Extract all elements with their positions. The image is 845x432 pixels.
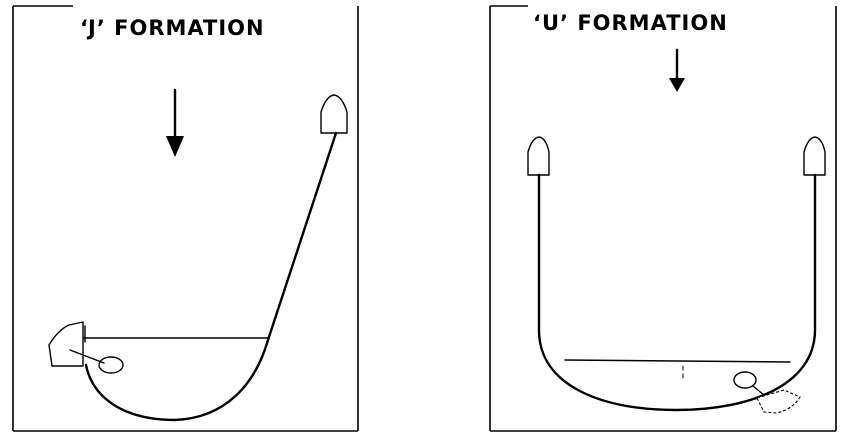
- j-formation-panel: ‘J’ FORMATION: [12, 5, 359, 432]
- j-formation-title: ‘J’ FORMATION: [80, 16, 265, 40]
- u-horizontal-rope: [564, 359, 791, 363]
- j-lead-boat-icon: [320, 94, 348, 134]
- u-panel-frame: [489, 5, 837, 432]
- u-right-boat-icon: [803, 136, 826, 176]
- j-anchor-boat-icon: [48, 321, 84, 367]
- j-net-icon: [69, 349, 124, 374]
- j-tow-line: [84, 131, 338, 422]
- u-tow-line: [537, 173, 817, 412]
- u-trailing-boat-icon: [756, 389, 801, 414]
- j-direction-arrow-icon: [166, 88, 184, 157]
- u-left-boat-icon: [527, 136, 550, 176]
- u-direction-arrow-icon: [669, 48, 685, 92]
- j-panel-frame: [12, 5, 359, 432]
- u-formation-title: ‘U’ FORMATION: [533, 11, 728, 35]
- u-formation-panel: ‘U’ FORMATION: [489, 5, 837, 432]
